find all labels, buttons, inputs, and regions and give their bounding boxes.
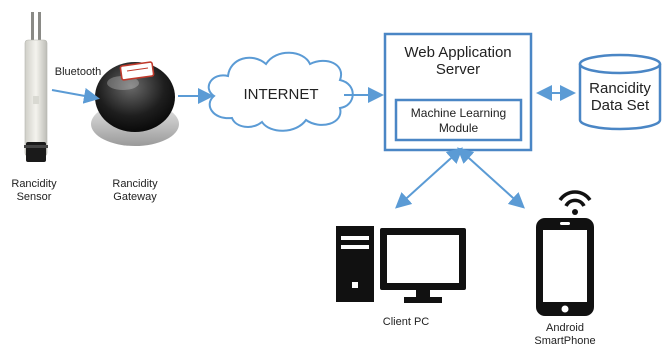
rancidity-sensor-image bbox=[24, 12, 48, 162]
server-to-smartphone-arrow bbox=[457, 147, 525, 209]
android-smartphone-icon bbox=[536, 190, 594, 316]
bluetooth-label: Bluetooth bbox=[54, 66, 102, 78]
sensor-to-gateway-arrow bbox=[51, 87, 100, 104]
rancidity-gateway-image bbox=[91, 61, 179, 146]
android-smartphone-label: Android SmartPhone bbox=[534, 322, 596, 347]
server-to-client-pc-arrow bbox=[395, 147, 463, 209]
machine-learning-module-label: Machine Learning Module bbox=[410, 106, 507, 135]
internet-label: INTERNET bbox=[243, 86, 319, 103]
rancidity-data-set-label: Rancidity Data Set bbox=[589, 80, 651, 114]
machine-learning-module-box bbox=[394, 98, 523, 142]
internet-cloud-icon bbox=[207, 51, 354, 132]
client-pc-label: Client PC bbox=[382, 316, 430, 328]
rancidity-gateway-label: Rancidity Gateway bbox=[112, 178, 158, 203]
client-pc-icon bbox=[336, 226, 466, 303]
rancidity-sensor-label: Rancidity Sensor bbox=[11, 178, 57, 203]
database-cylinder-icon bbox=[578, 53, 662, 131]
web-application-server-label: Web Application Server bbox=[404, 44, 512, 78]
